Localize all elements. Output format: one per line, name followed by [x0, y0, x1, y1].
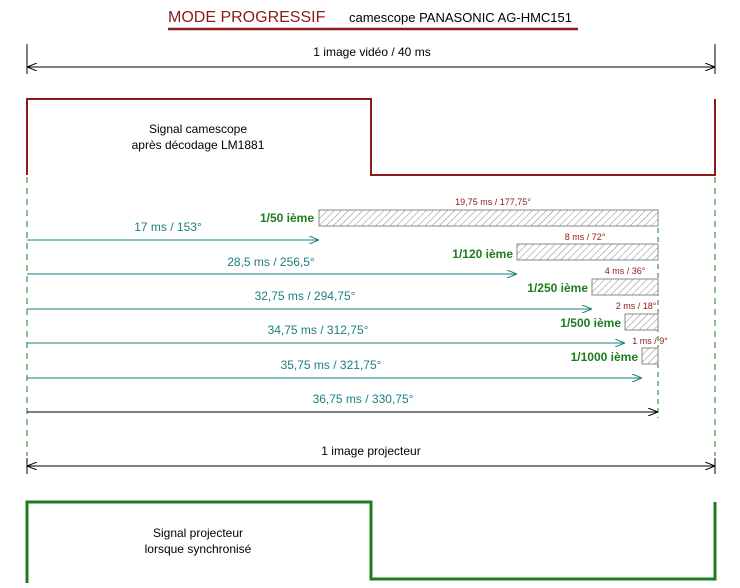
- exposure-row: 28,5 ms / 256,5° 8 ms / 72° 1/120 ième: [27, 232, 659, 274]
- delay-label: 35,75 ms / 321,75°: [281, 358, 382, 372]
- delay-label: 34,75 ms / 312,75°: [268, 323, 369, 337]
- exposure-duration-label: 2 ms / 18°: [616, 301, 657, 311]
- exposure-bar: [516, 243, 659, 261]
- projector-frame-label: 1 image projecteur: [321, 444, 420, 458]
- camescope-signal-label-line2: après décodage LM1881: [132, 138, 265, 152]
- projector-signal-label-line1: Signal projecteur: [153, 526, 243, 540]
- exposure-duration-label: 8 ms / 72°: [565, 232, 606, 242]
- shutter-speed-label: 1/250 ième: [527, 281, 588, 295]
- title-main: MODE PROGRESSIF: [168, 9, 326, 26]
- camescope-signal-waveform: [26, 98, 716, 176]
- shutter-speed-label: 1/1000 ième: [571, 350, 639, 364]
- exposure-row: 35,75 ms / 321,75° 1 ms / 9° 1/1000 ième: [27, 336, 668, 378]
- exposure-bar: [624, 313, 659, 331]
- exposure-bar: [591, 278, 659, 296]
- exposure-duration-label: 19,75 ms / 177,75°: [455, 197, 531, 207]
- delay-label: 36,75 ms / 330,75°: [313, 392, 414, 406]
- projector-signal-label-line2: lorsque synchronisé: [145, 542, 252, 556]
- projector-signal-waveform: [25, 500, 717, 583]
- exposure-row: 32,75 ms / 294,75° 4 ms / 36° 1/250 ième: [27, 266, 659, 309]
- shutter-speed-label: 1/120 ième: [452, 247, 513, 261]
- title-subtitle: camescope PANASONIC AG-HMC151: [349, 10, 572, 25]
- delay-label: 17 ms / 153°: [134, 220, 202, 234]
- exposure-duration-label: 4 ms / 36°: [605, 266, 646, 276]
- exposure-bar: [641, 347, 659, 365]
- delay-label: 28,5 ms / 256,5°: [227, 255, 315, 269]
- delay-label: 32,75 ms / 294,75°: [255, 289, 356, 303]
- exposure-bar: [318, 209, 659, 227]
- shutter-speed-label: 1/50 ième: [260, 211, 314, 225]
- exposure-row: 36,75 ms / 330,75°: [27, 392, 657, 412]
- shutter-speed-label: 1/500 ième: [560, 316, 621, 330]
- exposure-row: 34,75 ms / 312,75° 2 ms / 18° 1/500 ième: [27, 301, 659, 343]
- video-frame-label: 1 image vidéo / 40 ms: [313, 45, 430, 59]
- camescope-signal-label-line1: Signal camescope: [149, 122, 247, 136]
- exposure-duration-label: 1 ms / 9°: [632, 336, 668, 346]
- exposure-row: 17 ms / 153° 19,75 ms / 177,75° 1/50 ièm…: [27, 197, 659, 240]
